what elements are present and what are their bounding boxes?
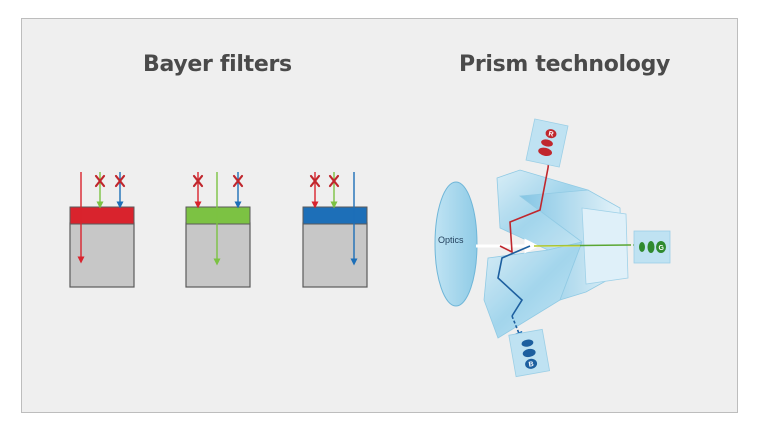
- red-output-ray: [545, 148, 554, 169]
- blue-output-ray: [511, 315, 523, 340]
- red-light-path: [499, 167, 549, 254]
- prism-assembly: [483, 169, 629, 339]
- blocked-cross-icon: [94, 174, 106, 188]
- red-dot-icon: [538, 147, 553, 156]
- red-filter: [69, 206, 135, 225]
- blocked-cross-icon: [232, 174, 244, 188]
- red-channel-label: R: [548, 131, 554, 139]
- green-dot-icon: [639, 242, 645, 252]
- blue-dot-icon: [522, 348, 536, 358]
- blocked-cross-icon: [192, 174, 204, 188]
- red-dot-icon: [545, 129, 557, 139]
- sensor-body: [69, 222, 135, 288]
- optics-lens: Optics: [434, 181, 478, 307]
- green-channel-label: G: [659, 245, 665, 252]
- green-sensor-card: G: [633, 230, 671, 264]
- prism-technology-heading: Prism technology: [459, 52, 671, 77]
- red-sensor-card: R: [525, 118, 569, 168]
- blue-dot-icon: [525, 358, 538, 369]
- blue-filter: [302, 206, 368, 225]
- green-dot-icon: [656, 241, 666, 253]
- red-dot-icon: [541, 139, 553, 147]
- blue-sensor-card: B: [508, 328, 551, 378]
- blue-light-path: [497, 245, 531, 317]
- green-filter: [185, 206, 251, 225]
- blocked-cross-icon: [328, 174, 340, 188]
- blue-dot-icon: [521, 339, 534, 347]
- blue-channel-label: B: [528, 361, 534, 369]
- optics-label: Optics: [438, 235, 464, 245]
- blocked-cross-icon: [114, 174, 126, 188]
- sensor-body: [185, 222, 251, 288]
- green-dot-icon: [647, 241, 655, 253]
- bayer-blue-sensor: [302, 172, 368, 288]
- bayer-green-sensor: [185, 172, 251, 288]
- bayer-filters-heading: Bayer filters: [143, 52, 292, 77]
- lens-shape: [434, 181, 478, 307]
- bayer-red-sensor: [69, 172, 135, 288]
- sensor-body: [302, 222, 368, 288]
- blocked-cross-icon: [309, 174, 321, 188]
